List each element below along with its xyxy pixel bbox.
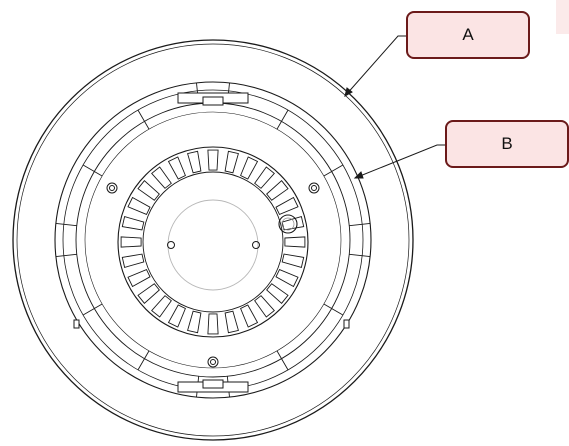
gear-tooth (151, 295, 172, 318)
gear-tooth (284, 236, 306, 248)
gear-tooth (254, 166, 275, 189)
center-disc (167, 199, 259, 291)
callout-a: A (406, 11, 530, 59)
outer-rim (12, 39, 414, 441)
gear-tooth (167, 156, 186, 180)
frame-rib (82, 303, 103, 316)
frame-rib (82, 164, 103, 177)
gear-tooth (127, 269, 151, 288)
gear-tooth (207, 313, 219, 335)
frame-rib (323, 303, 344, 316)
gear-tooth (240, 304, 259, 328)
gear-teeth (120, 149, 306, 335)
mounting-tab-bottom-notch (202, 379, 224, 389)
frame-rib (323, 164, 344, 177)
frame-rib (276, 350, 289, 371)
gear-tooth (275, 196, 299, 215)
screw-hole (207, 356, 219, 368)
gear-tooth (121, 216, 145, 231)
side-tab-left (73, 319, 80, 329)
frame-rib (349, 223, 371, 227)
teeth-inner-ring (142, 171, 284, 313)
gear-tooth (224, 150, 239, 174)
frame-ring-inner (84, 111, 342, 369)
outer-rings (12, 39, 414, 441)
leader-arrow-a (344, 87, 353, 98)
gear-tooth (137, 180, 160, 201)
frame-rib (137, 109, 150, 130)
frame-rib (276, 109, 289, 130)
leader-line-a (344, 35, 406, 97)
gear-tooth (281, 253, 305, 268)
screw-hole-inner (311, 185, 317, 191)
center-features (167, 199, 298, 291)
gear-tooth (254, 295, 275, 318)
callout-b-label: B (501, 134, 513, 153)
corner-tint (556, 0, 569, 34)
frame-rib (55, 253, 77, 257)
screw-hole (106, 182, 118, 194)
center-hole-right (252, 241, 260, 249)
mounting-tab-top-notch (202, 96, 224, 106)
leader-line-b (354, 144, 445, 179)
side-tab-right (343, 319, 350, 329)
frame-rib (137, 350, 150, 371)
frame-rib (55, 223, 77, 227)
center-hole-left (167, 241, 175, 249)
flange-ring (54, 81, 372, 399)
inner-body (117, 146, 309, 338)
gear-tooth (275, 269, 299, 288)
outer-rim-inner (16, 43, 410, 437)
frame-ribs (55, 82, 371, 398)
gear-tooth (266, 180, 289, 201)
teeth-outer-ring (117, 146, 309, 338)
callout-a-label: A (462, 25, 474, 44)
screw-holes (106, 182, 320, 368)
mounting-tabs (73, 92, 350, 393)
callout-b: B (445, 120, 569, 168)
gear-tooth (121, 253, 145, 268)
gear-tooth (266, 283, 289, 304)
gear-tooth (207, 149, 219, 171)
screw-hole (308, 182, 320, 194)
gear-tooth (240, 156, 259, 180)
gear-tooth (187, 150, 202, 174)
led-window (278, 214, 298, 234)
gear-tooth (224, 310, 239, 334)
leader-lines (344, 35, 445, 179)
led-window-inner (281, 217, 295, 231)
screw-hole-inner (109, 185, 115, 191)
screw-hole-inner (210, 359, 216, 365)
gear-tooth (120, 236, 142, 248)
flange-ring-inner (62, 89, 364, 391)
frame-rib (349, 253, 371, 257)
gear-tooth (151, 166, 172, 189)
leader-arrow-b (353, 171, 364, 179)
frame-ring (75, 102, 351, 378)
gear-tooth (137, 283, 160, 304)
gear-tooth (187, 310, 202, 334)
gear-tooth (167, 304, 186, 328)
gear-tooth (127, 196, 151, 215)
